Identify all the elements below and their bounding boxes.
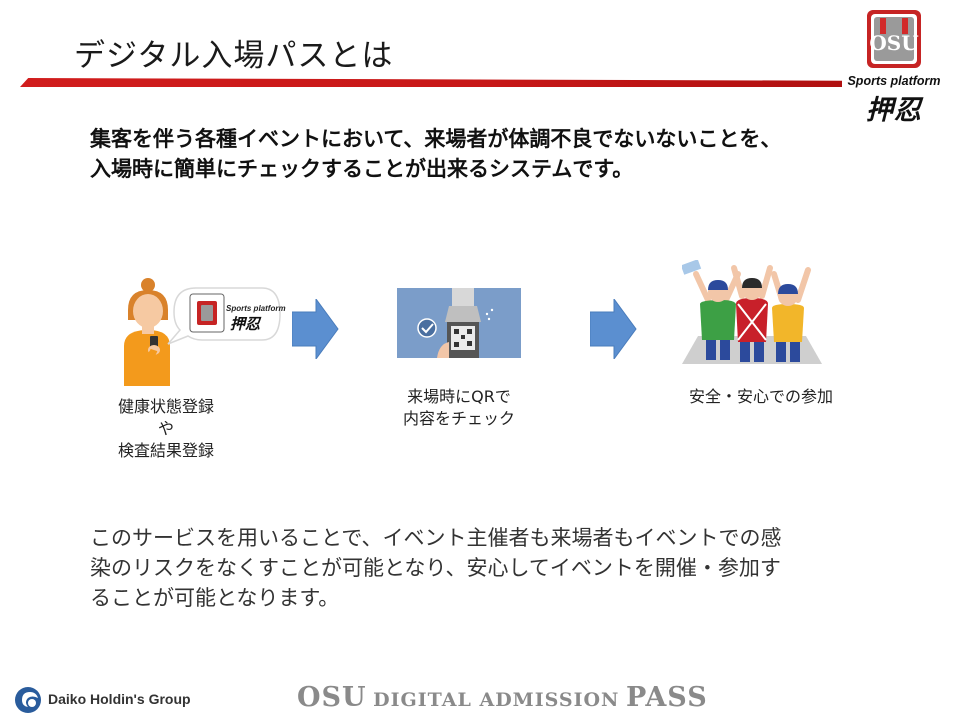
footer-title: OSU DIGITAL ADMISSION PASS: [297, 682, 708, 713]
footer-title-digital: DIGITAL ADMISSION: [373, 689, 620, 711]
flow-arrow-2-icon: [590, 299, 637, 359]
qr-scan-check-icon: [397, 288, 521, 358]
lead-line-1: 集客を伴う各種イベントにおいて、来場者が体調不良でないないことを、: [90, 127, 782, 151]
app-speech-bubble-icon: [167, 287, 281, 345]
daiko-group-logo-icon: [15, 687, 41, 713]
step3-label: 安全・安心での参加: [666, 386, 856, 408]
svg-text:OSU: OSU: [869, 31, 918, 55]
logo-text-jp: 押忍: [866, 95, 922, 126]
title-underline-bar: [20, 78, 842, 87]
osu-emblem-icon: OSU: [867, 10, 921, 68]
description-text: このサービスを用いることで、イベント主催者も来場者もイベントでの感 染のリスクを…: [90, 523, 890, 613]
description-line-2: 染のリスクをなくすことが可能となり、安心してイベントを開催・参加す: [90, 556, 781, 580]
description-line-1: このサービスを用いることで、イベント主催者も来場者もイベントでの感: [90, 526, 782, 550]
step1-label: 健康状態登録 や 検査結果登録: [100, 396, 232, 462]
lead-text: 集客を伴う各種イベントにおいて、来場者が体調不良でないないことを、 入場時に簡単…: [90, 124, 910, 184]
lead-line-2: 入場時に簡単にチェックすることが出来るシステムです。: [90, 157, 634, 181]
group-name: Daiko Holdin's Group: [48, 691, 191, 707]
description-line-3: ることが可能となります。: [90, 586, 340, 610]
bubble-text-en: Sports platform: [226, 304, 286, 313]
woman-smartphone-icon: [124, 278, 170, 386]
step3-label-line-1: 安全・安心での参加: [688, 387, 833, 406]
page-title: デジタル入場パスとは: [74, 38, 394, 74]
osu-logo: OSU Sports platform 押忍: [836, 4, 952, 126]
footer-title-pass: PASS: [626, 682, 708, 713]
step1-label-line-2: や: [157, 419, 174, 438]
step2-label: 来場時にQRで 内容をチェック: [386, 386, 532, 430]
step1-label-line-3: 検査結果登録: [117, 441, 214, 460]
step2-label-line-2: 内容をチェック: [402, 409, 515, 428]
bubble-text-jp: 押忍: [230, 315, 261, 333]
step1-label-line-1: 健康状態登録: [117, 397, 214, 416]
flow-arrow-1-icon: [292, 299, 339, 359]
step2-label-line-1: 来場時にQRで: [407, 387, 511, 406]
cheering-fans-icon: [682, 260, 822, 364]
footer-title-osu: OSU: [297, 682, 367, 713]
logo-text-en: Sports platform: [847, 74, 941, 88]
